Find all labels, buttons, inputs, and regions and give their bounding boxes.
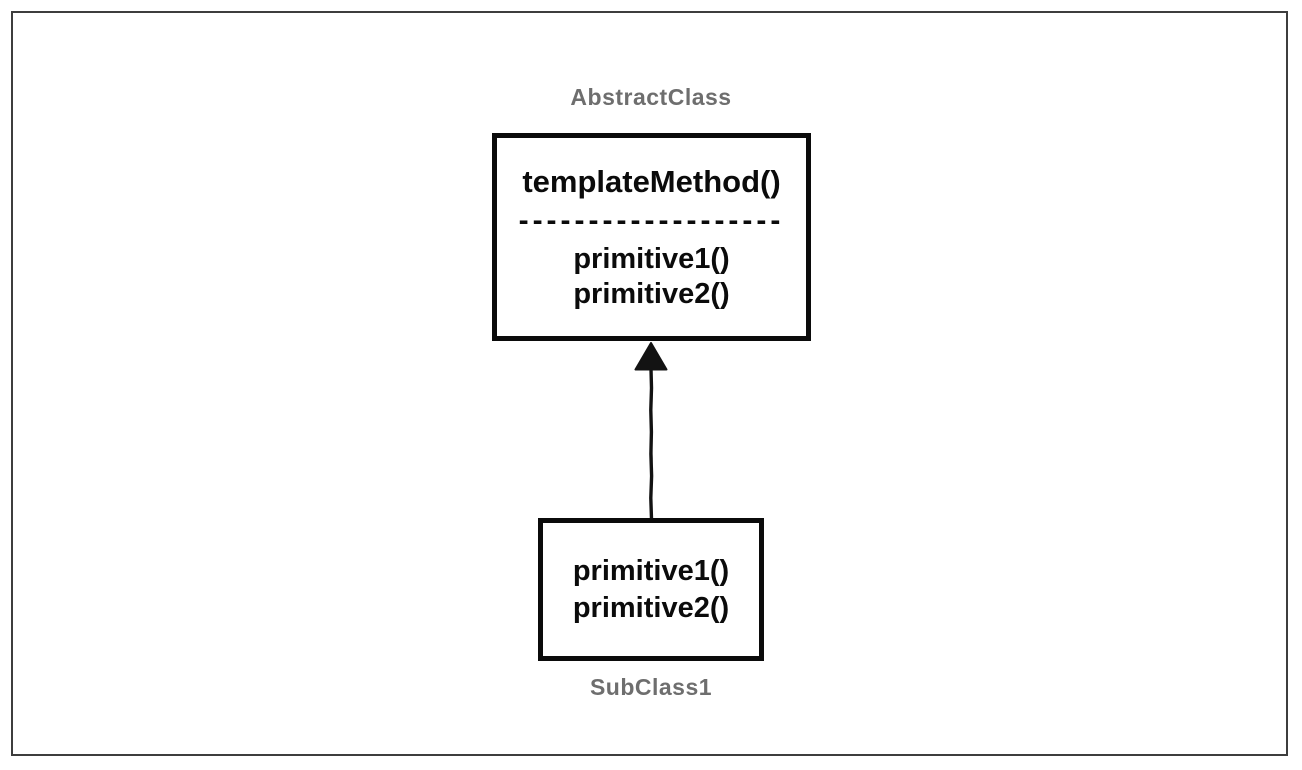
abstract-primitive2-text: primitive2() xyxy=(573,278,730,310)
abstract-class-label: AbstractClass xyxy=(570,84,732,110)
method-separator: ------------------- xyxy=(518,204,785,237)
abstract-primitive1-text: primitive1() xyxy=(573,243,730,275)
sub-class-label: SubClass1 xyxy=(589,674,713,700)
abstract-class-box: templateMethod() ------------------- pri… xyxy=(492,133,811,341)
sub-primitive2-text: primitive2() xyxy=(572,591,730,624)
template-method-text: templateMethod() xyxy=(522,164,781,199)
sub-primitive1-text: primitive1() xyxy=(572,554,730,587)
inheritance-arrow-icon xyxy=(634,342,668,521)
sub-class-box: primitive1() primitive2() xyxy=(538,518,764,661)
